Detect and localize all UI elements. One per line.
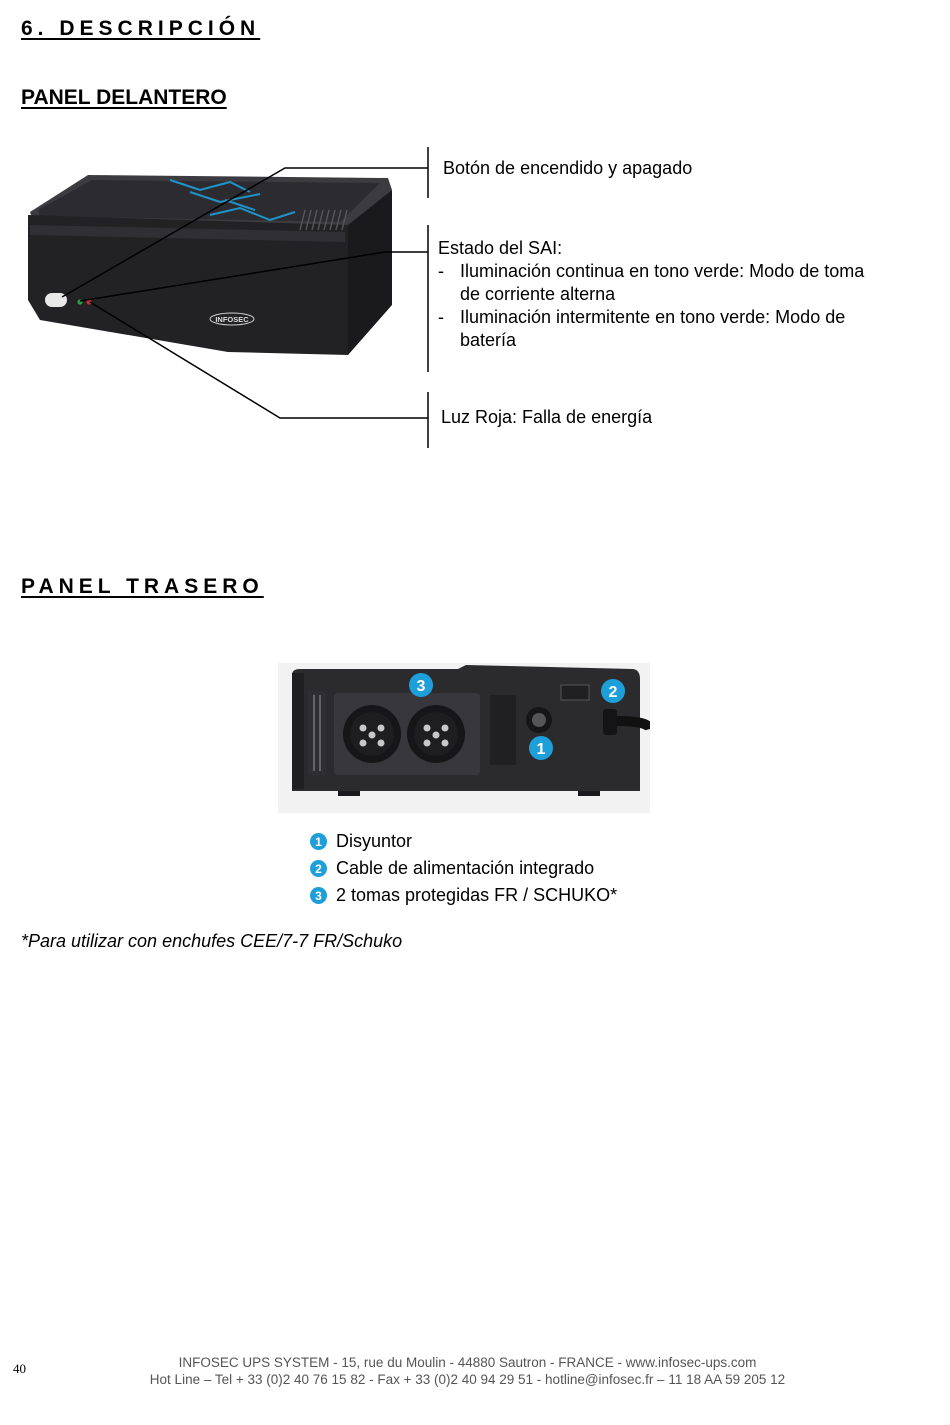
outlet-left <box>343 705 401 763</box>
status-item: -Iluminación continua en tono verde: Mod… <box>438 261 865 304</box>
callout-ups-status: Estado del SAI: -Iluminación continua en… <box>438 237 868 352</box>
legend-number: 3 <box>310 887 327 904</box>
footer-line-contact: Hot Line – Tel + 33 (0)2 40 76 15 82 - F… <box>149 1372 786 1387</box>
legend-label: Cable de alimentación integrado <box>336 858 595 878</box>
marker-2: 2 <box>601 679 625 703</box>
legend-label: 2 tomas protegidas FR / SCHUKO* <box>336 885 618 905</box>
svg-text:3: 3 <box>417 678 426 695</box>
page-footer: INFOSEC UPS SYSTEM - 15, rue du Moulin -… <box>60 1354 875 1388</box>
outlet-right <box>407 705 465 763</box>
section-title: 6. DESCRIPCIÓN <box>21 17 261 40</box>
callout-power-button: Botón de encendido y apagado <box>443 158 693 178</box>
legend-item: 2 Cable de alimentación integrado <box>310 855 617 882</box>
footer-line-address: INFOSEC UPS SYSTEM - 15, rue du Moulin -… <box>178 1355 757 1370</box>
ups-front-illustration: INFOSEC <box>28 175 392 355</box>
front-panel-heading: PANEL DELANTERO <box>21 86 227 109</box>
legend-label: Disyuntor <box>336 831 413 851</box>
footnote: *Para utilizar con enchufes CEE/7-7 FR/S… <box>21 931 403 951</box>
legend-number: 2 <box>310 860 327 877</box>
marker-1: 1 <box>529 736 553 760</box>
status-title: Estado del SAI: <box>438 238 563 258</box>
legend-item: 3 2 tomas protegidas FR / SCHUKO* <box>310 882 617 909</box>
brand-label: INFOSEC <box>215 315 249 324</box>
page-number: 40 <box>13 1361 26 1376</box>
rear-legend: 1 Disyuntor 2 Cable de alimentación inte… <box>310 828 617 909</box>
rear-panel-heading: PANEL TRASERO <box>21 575 264 598</box>
marker-3: 3 <box>409 673 433 697</box>
rear-panel-diagram: 3 2 1 <box>278 663 650 813</box>
svg-text:1: 1 <box>537 741 546 758</box>
callout-fault-light: Luz Roja: Falla de energía <box>441 407 653 427</box>
svg-text:2: 2 <box>609 684 618 701</box>
callout-lines <box>61 147 429 448</box>
front-panel-diagram: INFOSEC <box>28 147 429 448</box>
legend-number: 1 <box>310 833 327 850</box>
status-item: -Iluminación intermitente en tono verde:… <box>438 307 846 350</box>
legend-item: 1 Disyuntor <box>310 828 617 855</box>
